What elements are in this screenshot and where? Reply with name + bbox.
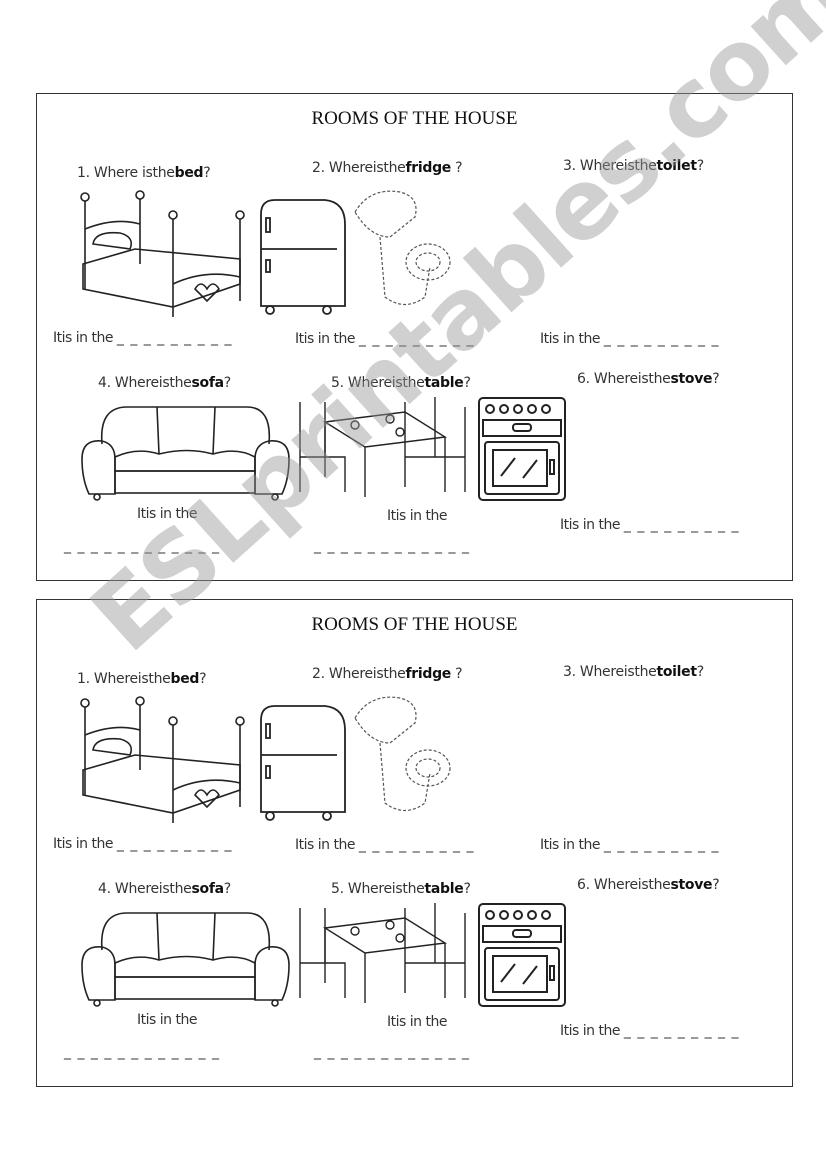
question-prefix: 3. Whereisthe <box>563 664 657 680</box>
answer-blank[interactable]: _ _ _ _ _ _ _ _ _ <box>116 330 233 346</box>
answer-blank[interactable]: _ _ _ _ _ _ _ _ _ <box>116 836 233 852</box>
question-sofa: 4. Whereisthesofa? <box>98 881 231 897</box>
question-item: toilet <box>656 664 697 680</box>
worksheet-title: ROOMS OF THE HOUSE <box>311 108 518 129</box>
question-mark: ? <box>463 375 471 391</box>
question-mark: ? <box>223 881 231 897</box>
question-bed: 1. Where isthebed? <box>77 165 211 181</box>
question-fridge: 2. Whereisthefridge ? <box>312 160 463 176</box>
question-item: bed <box>170 671 200 687</box>
answer-prompt-sofa: Itis in the <box>137 506 197 522</box>
worksheet-title: ROOMS OF THE HOUSE <box>311 614 518 635</box>
stove-illustration <box>478 397 566 501</box>
sofa-illustration <box>81 912 290 1007</box>
question-stove: 6. Whereisthestove? <box>577 371 720 387</box>
answer-blank[interactable]: _ _ _ _ _ _ _ _ _ <box>603 331 720 347</box>
question-fridge: 2. Whereisthefridge ? <box>312 666 463 682</box>
answer-prompt-table: Itis in the <box>387 508 447 524</box>
question-prefix: 1. Whereisthe <box>77 671 171 687</box>
answer-prompt-table: Itis in the <box>387 1014 447 1030</box>
sofa-illustration <box>81 406 290 501</box>
question-prefix: 6. Whereisthe <box>577 877 671 893</box>
answer-blank-sofa[interactable]: _ _ _ _ _ _ _ _ _ _ _ _ <box>64 1044 220 1060</box>
answer-prompt: Itis in the <box>560 517 620 533</box>
answer-prompt: Itis in the <box>295 331 355 347</box>
answer-line-fridge[interactable]: Itis in the _ _ _ _ _ _ _ _ _ <box>295 331 475 347</box>
question-item: toilet <box>656 158 697 174</box>
question-stove: 6. Whereisthestove? <box>577 877 720 893</box>
question-prefix: 3. Whereisthe <box>563 158 657 174</box>
fridge-illustration <box>260 199 346 315</box>
toilet-illustration <box>354 696 451 812</box>
worksheet-card-1: ROOMS OF THE HOUSE 1. Where isthebed? 2.… <box>36 93 793 581</box>
answer-blank[interactable]: _ _ _ _ _ _ _ _ _ <box>623 1023 740 1039</box>
question-toilet: 3. Whereisthetoilet? <box>563 664 704 680</box>
answer-blank-table[interactable]: _ _ _ _ _ _ _ _ _ _ _ _ <box>314 1044 470 1060</box>
question-table: 5. Whereisthetable? <box>331 375 471 391</box>
question-item: sofa <box>191 375 224 391</box>
question-mark: ? <box>203 165 211 181</box>
answer-line-toilet[interactable]: Itis in the _ _ _ _ _ _ _ _ _ <box>540 837 720 853</box>
question-bed: 1. Whereisthebed? <box>77 671 207 687</box>
question-item: table <box>424 881 464 897</box>
answer-line-bed[interactable]: Itis in the _ _ _ _ _ _ _ _ _ <box>53 836 233 852</box>
bed-illustration <box>80 190 245 317</box>
answer-line-fridge[interactable]: Itis in the _ _ _ _ _ _ _ _ _ <box>295 837 475 853</box>
question-mark: ? <box>712 371 720 387</box>
question-mark: ? <box>463 881 471 897</box>
question-prefix: 4. Whereisthe <box>98 881 192 897</box>
answer-blank-sofa[interactable]: _ _ _ _ _ _ _ _ _ _ _ _ <box>64 538 220 554</box>
answer-prompt: Itis in the <box>53 330 113 346</box>
question-mark: ? <box>451 666 463 682</box>
question-mark: ? <box>199 671 207 687</box>
answer-line-bed[interactable]: Itis in the _ _ _ _ _ _ _ _ _ <box>53 330 233 346</box>
answer-blank[interactable]: _ _ _ _ _ _ _ _ _ <box>603 837 720 853</box>
question-prefix: 2. Whereisthe <box>312 666 406 682</box>
answer-blank[interactable]: _ _ _ _ _ _ _ _ _ <box>358 837 475 853</box>
dining-table-illustration <box>299 903 466 1003</box>
answer-prompt: Itis in the <box>540 331 600 347</box>
answer-prompt: Itis in the <box>560 1023 620 1039</box>
question-prefix: 5. Whereisthe <box>331 375 425 391</box>
worksheet-card-2: ROOMS OF THE HOUSE 1. Whereisthebed? 2. … <box>36 599 793 1087</box>
fridge-illustration <box>260 705 346 821</box>
answer-prompt-sofa: Itis in the <box>137 1012 197 1028</box>
question-prefix: 1. Where isthe <box>77 165 175 181</box>
question-mark: ? <box>223 375 231 391</box>
question-prefix: 4. Whereisthe <box>98 375 192 391</box>
answer-prompt: Itis in the <box>295 837 355 853</box>
stove-illustration <box>478 903 566 1007</box>
toilet-illustration <box>354 190 451 306</box>
question-item: fridge <box>405 160 452 176</box>
question-table: 5. Whereisthetable? <box>331 881 471 897</box>
answer-blank-table[interactable]: _ _ _ _ _ _ _ _ _ _ _ _ <box>314 538 470 554</box>
question-item: sofa <box>191 881 224 897</box>
question-sofa: 4. Whereisthesofa? <box>98 375 231 391</box>
question-prefix: 2. Whereisthe <box>312 160 406 176</box>
question-item: fridge <box>405 666 452 682</box>
answer-prompt: Itis in the <box>540 837 600 853</box>
answer-blank[interactable]: _ _ _ _ _ _ _ _ _ <box>623 517 740 533</box>
question-mark: ? <box>451 160 463 176</box>
answer-blank[interactable]: _ _ _ _ _ _ _ _ _ <box>358 331 475 347</box>
question-mark: ? <box>696 664 704 680</box>
question-item: bed <box>174 165 204 181</box>
question-prefix: 5. Whereisthe <box>331 881 425 897</box>
answer-prompt: Itis in the <box>53 836 113 852</box>
question-item: stove <box>670 877 713 893</box>
answer-line-stove[interactable]: Itis in the _ _ _ _ _ _ _ _ _ <box>560 517 740 533</box>
question-toilet: 3. Whereisthetoilet? <box>563 158 704 174</box>
question-prefix: 6. Whereisthe <box>577 371 671 387</box>
dining-table-illustration <box>299 397 466 497</box>
question-mark: ? <box>712 877 720 893</box>
bed-illustration <box>80 696 245 823</box>
answer-line-stove[interactable]: Itis in the _ _ _ _ _ _ _ _ _ <box>560 1023 740 1039</box>
question-item: stove <box>670 371 713 387</box>
answer-line-toilet[interactable]: Itis in the _ _ _ _ _ _ _ _ _ <box>540 331 720 347</box>
question-mark: ? <box>696 158 704 174</box>
question-item: table <box>424 375 464 391</box>
